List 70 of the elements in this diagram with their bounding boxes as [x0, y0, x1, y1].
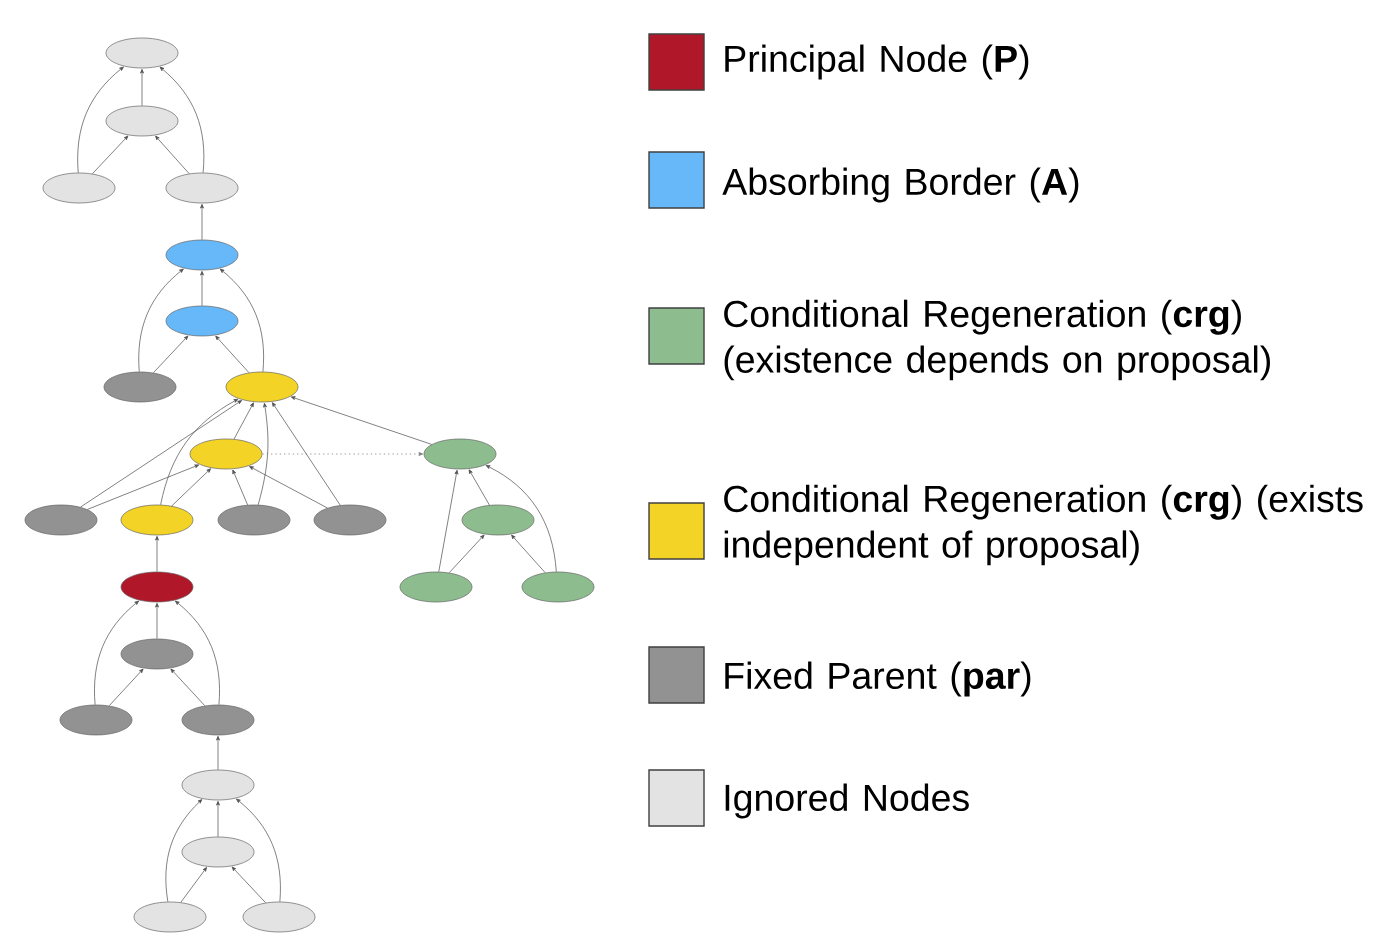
arrow [231, 866, 266, 904]
arrow [159, 66, 205, 173]
graph-node [103, 371, 177, 403]
graph-node [181, 704, 255, 736]
graph-node [181, 769, 255, 801]
graph-node [165, 305, 239, 337]
arrow [236, 798, 281, 902]
arrow [216, 735, 220, 770]
arrow [257, 402, 269, 506]
arrow [165, 799, 203, 902]
arrow [155, 535, 159, 572]
arrow [271, 402, 341, 506]
arrow [290, 396, 432, 445]
graph-node [59, 704, 133, 736]
graph-node [165, 172, 239, 204]
arrow [77, 66, 124, 173]
graph-node [181, 836, 255, 868]
arrow [175, 600, 220, 705]
graph-node [225, 371, 299, 403]
arrow [153, 335, 189, 374]
graph-node [133, 901, 207, 933]
legend-label: Conditional Regeneration (crg) (exists independent of proposal) [724, 484, 1363, 566]
arrow [87, 464, 200, 510]
legend-label: Fixed Parent (par) [725, 661, 1031, 697]
arrow [448, 534, 485, 574]
graph-node [189, 438, 263, 470]
graph-node [313, 504, 387, 536]
graph-node [217, 504, 291, 536]
arrow [170, 668, 206, 707]
arrow [438, 469, 459, 573]
graph-node [423, 438, 497, 470]
legend-label: Principal Node (P) [725, 44, 1029, 80]
legend-label: Absorbing Border (A) [722, 167, 1079, 203]
legend-label: Ignored Nodes [725, 783, 969, 819]
arrow [233, 402, 254, 440]
arrow [200, 203, 204, 240]
graph-node [242, 901, 316, 933]
arrow [232, 469, 248, 506]
arrow [180, 867, 207, 903]
graph-node [120, 504, 194, 536]
graph-node [165, 239, 239, 271]
legend-label: Conditional Regeneration (crg) (existence depends on proposal) [724, 299, 1270, 381]
arrow [219, 268, 264, 372]
graph-node [24, 504, 98, 536]
arrow [155, 602, 159, 639]
arrow [108, 668, 144, 707]
graph-node [521, 571, 595, 603]
graph-node [461, 504, 535, 536]
graph-node [399, 571, 473, 603]
arrow [160, 398, 239, 506]
arrow [216, 800, 220, 837]
arrow [138, 268, 184, 372]
arrow [468, 469, 490, 506]
graph-node [42, 172, 116, 204]
arrow [171, 468, 211, 507]
arrow [140, 68, 144, 106]
graph-node [120, 571, 194, 603]
arrow [155, 135, 190, 174]
arrow [200, 270, 204, 306]
arrow [215, 335, 250, 374]
arrow [262, 452, 424, 456]
graph-node [105, 105, 179, 137]
arrow [94, 600, 139, 705]
arrow [80, 400, 242, 508]
graph-node [120, 638, 194, 670]
arrow [249, 466, 328, 509]
graph-node [105, 37, 179, 69]
arrow [92, 135, 129, 175]
arrow [511, 534, 546, 573]
arrow [485, 465, 557, 572]
